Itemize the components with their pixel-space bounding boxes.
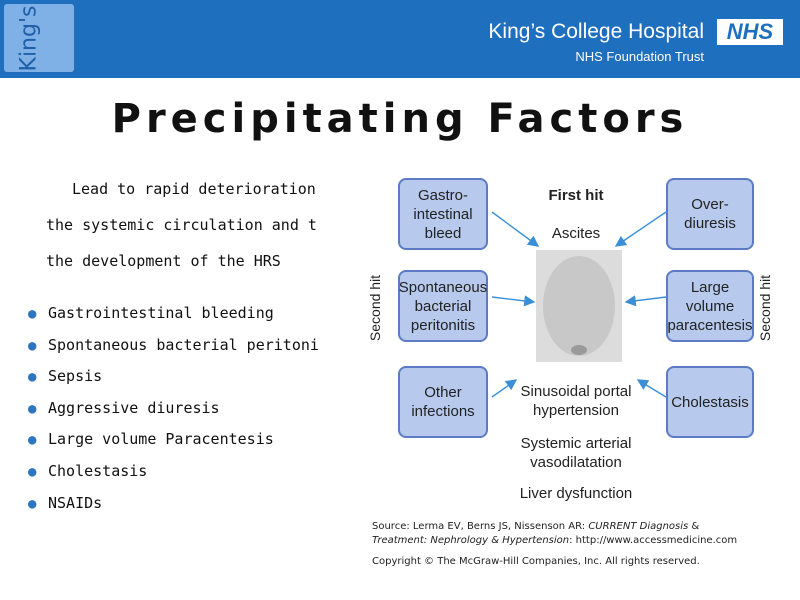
list-item: ● Cholestasis xyxy=(28,462,378,494)
intro-line-3: the development of the HRS xyxy=(46,252,281,270)
second-hit-right: Second hit xyxy=(757,274,774,342)
bullet-dot-icon: ● xyxy=(28,306,37,322)
box-text: Spontaneous bacterial peritonitis xyxy=(398,278,488,334)
bullet-dot-icon: ● xyxy=(28,463,37,480)
box-text: Over- diuresis xyxy=(684,196,736,232)
box-text: Gastro- intestinal bleed xyxy=(413,186,473,242)
sinusoidal-portal-hypertension: Sinusoidal portal hypertension xyxy=(520,383,632,419)
intro-text: Lead to rapid deterioration the systemic… xyxy=(46,180,374,288)
header-bar: King's King’s College Hospital NHS Found… xyxy=(0,0,800,78)
second-hit-left: Second hit xyxy=(367,274,384,342)
list-item: ● Large volume Paracentesis xyxy=(28,430,378,462)
box-text: Cholestasis xyxy=(671,393,749,411)
arrow-line xyxy=(614,211,667,247)
box-text: Other infections xyxy=(411,384,475,420)
list-item: ● Spontaneous bacterial peritoni xyxy=(28,336,378,368)
copyright: Copyright © The McGraw-Hill Companies, I… xyxy=(372,556,700,567)
intro-line-2: the systemic circulation and t xyxy=(46,216,317,234)
arrow-line xyxy=(636,379,667,398)
list-item-text: NSAIDs xyxy=(48,493,103,512)
arrow-line xyxy=(491,295,536,307)
liver-dysfunction: Liver dysfunction xyxy=(519,485,633,502)
list-item: ● Gastrointestinal bleeding xyxy=(28,304,378,336)
list-item-text: Cholestasis xyxy=(48,461,148,480)
arrow-line xyxy=(624,295,667,307)
diagram-arrows xyxy=(491,211,667,398)
list-item-text: Large volume Paracentesis xyxy=(48,430,274,449)
list-item-text: Aggressive diuresis xyxy=(48,398,220,417)
list-item: ● NSAIDs xyxy=(28,494,378,526)
list-item: ● Sepsis xyxy=(28,367,378,399)
factor-list: ● Gastrointestinal bleeding ● Spontaneous … xyxy=(28,304,378,525)
systemic-arterial-vasodilatation: Systemic arterial vasodilatation xyxy=(520,435,632,471)
source-suffix: & xyxy=(688,521,700,532)
bullet-dot-icon: ● xyxy=(28,337,37,354)
source-title-italic: CURRENT Diagnosis xyxy=(588,521,689,532)
source-url: : http://www.accessmedicine.com xyxy=(569,535,738,546)
box-gi-bleed: Gastro- intestinal bleed xyxy=(398,178,488,250)
abdomen-shape xyxy=(543,256,615,356)
bullet-dot-icon: ● xyxy=(28,495,37,512)
kings-logo-text: King's xyxy=(16,5,42,72)
list-item-text: Gastrointestinal bleeding xyxy=(48,304,274,322)
bullet-dot-icon: ● xyxy=(28,432,37,449)
trust-name: NHS Foundation Trust xyxy=(575,49,704,64)
box-large-volume-paracentesis: Large volume paracentesis xyxy=(666,270,754,342)
box-cholestasis: Cholestasis xyxy=(666,366,754,438)
list-item-text: Sepsis xyxy=(48,367,103,386)
navel-shape xyxy=(571,345,587,355)
box-over-diuresis: Over- diuresis xyxy=(666,178,754,250)
nhs-logo: NHS xyxy=(717,19,783,45)
arrow-line xyxy=(491,211,540,247)
source-subtitle-italic: Treatment: Nephrology & Hypertension xyxy=(372,535,570,546)
first-hit-label: First hit xyxy=(548,187,604,204)
source-prefix: Source: Lerma EV, Berns JS, Nissenson AR… xyxy=(372,521,589,532)
arrow-line xyxy=(491,379,518,398)
box-sbp: Spontaneous bacterial peritonitis xyxy=(398,270,488,342)
bullet-dot-icon: ● xyxy=(28,400,37,417)
slide-title: Precipitating Factors xyxy=(111,96,689,142)
bullet-dot-icon: ● xyxy=(28,369,37,386)
hospital-name: King’s College Hospital xyxy=(488,20,704,43)
box-other-infections: Other infections xyxy=(398,366,488,438)
ascites-label: Ascites xyxy=(551,225,601,242)
kings-logo: King's xyxy=(4,4,74,72)
list-item: ● Aggressive diuresis xyxy=(28,399,378,431)
list-item-text: Spontaneous bacterial peritoni xyxy=(48,335,319,354)
source-citation: Source: Lerma EV, Berns JS, Nissenson AR… xyxy=(372,520,737,548)
intro-line-1: Lead to rapid deterioration xyxy=(72,180,316,198)
box-text: Large volume paracentesis xyxy=(667,278,753,334)
